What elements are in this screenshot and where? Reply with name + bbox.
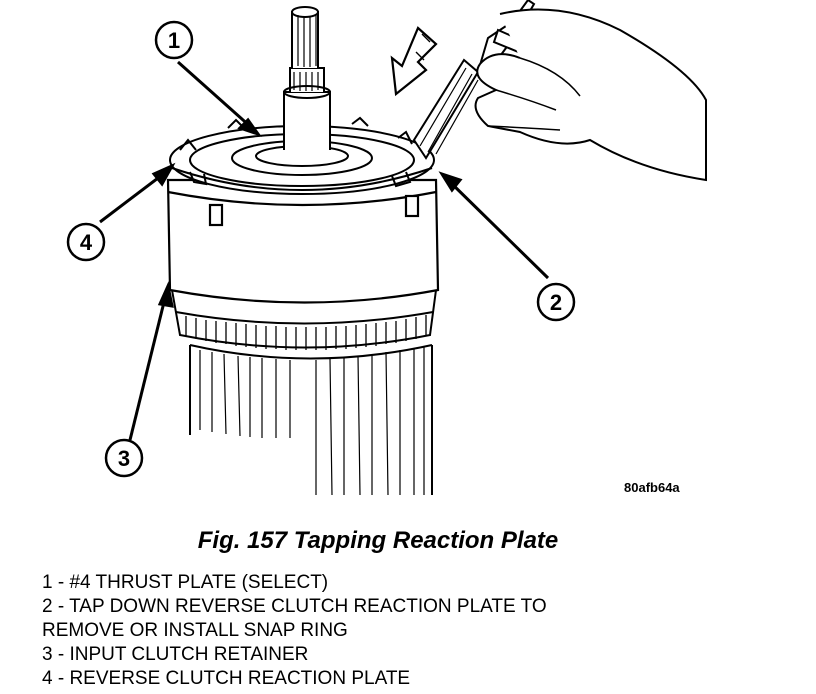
legend-item: 2 - TAP DOWN REVERSE CLUTCH REACTION PLA… [42,596,547,617]
legend-item: REMOVE OR INSTALL SNAP RING [42,620,348,641]
legend-item: 3 - INPUT CLUTCH RETAINER [42,644,309,665]
callout-1-number: 1 [168,28,180,53]
reaction-plate [169,116,435,195]
tap-direction-arrow [390,26,438,97]
clutch-housing [189,344,433,496]
hand-with-punch [412,0,707,182]
input-shaft [283,6,331,150]
legend-item: 4 - REVERSE CLUTCH REACTION PLATE [42,668,411,689]
callout-1: 1 [154,20,194,60]
legend-item: 1 - #4 THRUST PLATE (SELECT) [42,572,329,593]
callout-2: 2 [536,282,576,322]
callout-4: 4 [66,222,106,262]
callout-4-number: 4 [80,230,93,255]
figure-code: 80afb64a [624,480,680,495]
clutch-drum [166,178,440,304]
leader-lines [99,60,550,441]
transmission-illustration: 1 2 3 4 [66,0,707,496]
callout-2-number: 2 [550,290,562,315]
callout-3-number: 3 [118,446,130,471]
legend: 1 - #4 THRUST PLATE (SELECT) 2 - TAP DOW… [42,571,547,691]
callout-3: 3 [104,438,144,478]
figure-caption: Fig. 157 Tapping Reaction Plate [197,527,559,554]
